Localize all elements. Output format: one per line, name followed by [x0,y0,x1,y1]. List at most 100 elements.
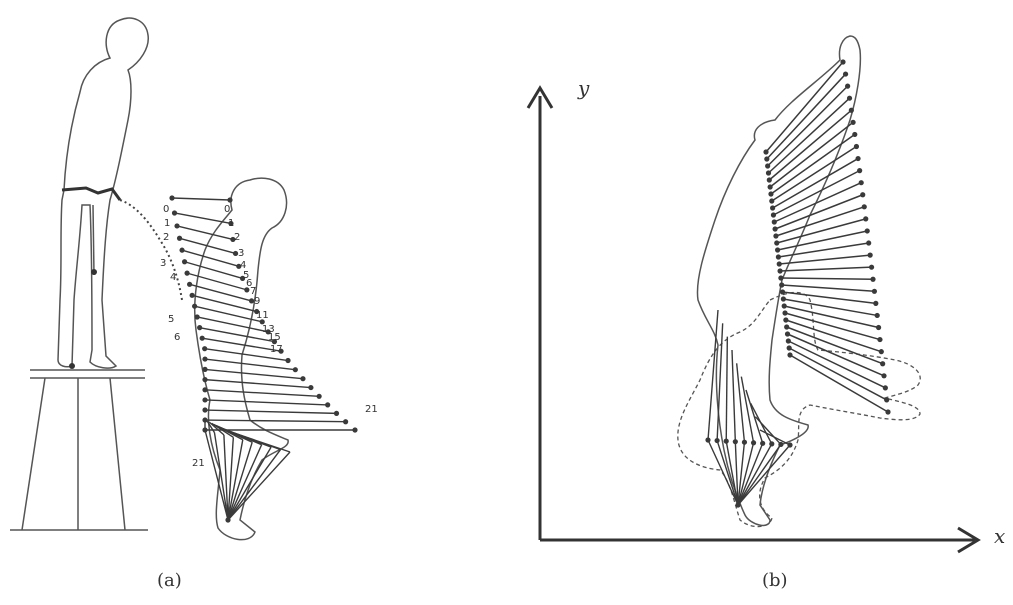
joint-marker [724,439,729,444]
segment-line [205,380,311,388]
joint-marker [872,289,877,294]
panel-b [528,36,978,552]
joint-marker [787,345,792,350]
joint-marker [779,282,784,287]
joint-marker [293,367,298,372]
joint-marker [778,275,783,280]
joint-marker [774,240,779,245]
caption-b: (b) [762,570,788,591]
segment-line [778,243,868,257]
segment-line [177,226,233,239]
segment-line [205,410,337,413]
x-axis-label: x [994,524,1005,548]
joint-marker [780,289,785,294]
segment-line [175,213,231,223]
joint-marker [870,277,875,282]
joint-marker [751,440,756,445]
joint-marker [352,427,357,432]
frame-label: 4 [170,272,176,283]
joint-marker [777,268,782,273]
panel-a: 0123456 01234567911131517 21 21 [10,18,378,540]
joint-marker [883,385,888,390]
segment-line [192,295,257,311]
joint-marker [859,180,864,185]
joint-marker [202,367,207,372]
segment-line [205,359,295,370]
frame-label: 1 [164,218,170,229]
joint-marker [202,407,207,412]
standing-leg-line [93,205,94,275]
segment-line [778,231,868,250]
joint-marker [857,168,862,173]
frame-label: 3 [238,248,244,259]
joint-marker [775,247,780,252]
joint-marker [885,409,890,414]
segment-line [225,430,290,452]
joint-marker [862,204,867,209]
joint-marker [865,228,870,233]
joint-marker [742,440,747,445]
joint-marker [855,156,860,161]
joint-marker [786,338,791,343]
segment-line [205,400,328,405]
joint-marker [782,303,787,308]
joint-marker [715,438,720,443]
joint-marker [300,376,305,381]
joint-marker [873,301,878,306]
segment-line [774,183,861,222]
joint-marker [202,377,207,382]
segment-line [781,278,873,279]
joint-marker [777,261,782,266]
joint-marker [187,282,192,287]
joint-marker [881,373,886,378]
frame-label: 15 [268,332,281,343]
joint-marker [202,356,207,361]
segment-line [708,440,738,505]
joint-marker [177,236,182,241]
joint-marker [172,210,177,215]
segment-line [780,267,872,271]
standing-person-outline [58,18,148,368]
segment-line [190,284,252,301]
segment-line [772,146,857,201]
segment-line [768,86,848,166]
joint-marker [847,96,852,101]
frame-label: 17 [270,344,283,355]
joint-marker [849,108,854,113]
joint-marker [766,170,771,175]
person-outline-solid [697,36,860,525]
joint-marker [190,293,195,298]
joint-marker [869,265,874,270]
joint-marker [854,144,859,149]
joint-marker [787,352,792,357]
joint-marker [860,192,865,197]
joint-marker [225,517,230,522]
joint-marker [202,346,207,351]
joint-marker [879,349,884,354]
joint-marker [776,254,781,259]
joint-marker [202,397,207,402]
joint-marker [325,402,330,407]
joint-marker [765,163,770,168]
frame-label: 3 [160,258,166,269]
joint-marker [769,198,774,203]
joint-marker [875,313,880,318]
joint-marker [770,205,775,210]
joint-marker [852,132,857,137]
joint-marker [195,314,200,319]
joint-marker [866,240,871,245]
segment-line [773,171,859,215]
joint-marker [840,59,845,64]
segment-line [205,390,319,396]
joint-marker [877,337,882,342]
joint-marker [227,197,232,202]
end-label-lower: 21 [192,458,205,469]
joint-marker [192,304,197,309]
joint-marker [769,441,774,446]
joint-marker [308,385,313,390]
joint-marker [868,253,873,258]
joint-marker [343,419,348,424]
joint-marker [863,216,868,221]
joint-marker [763,149,768,154]
